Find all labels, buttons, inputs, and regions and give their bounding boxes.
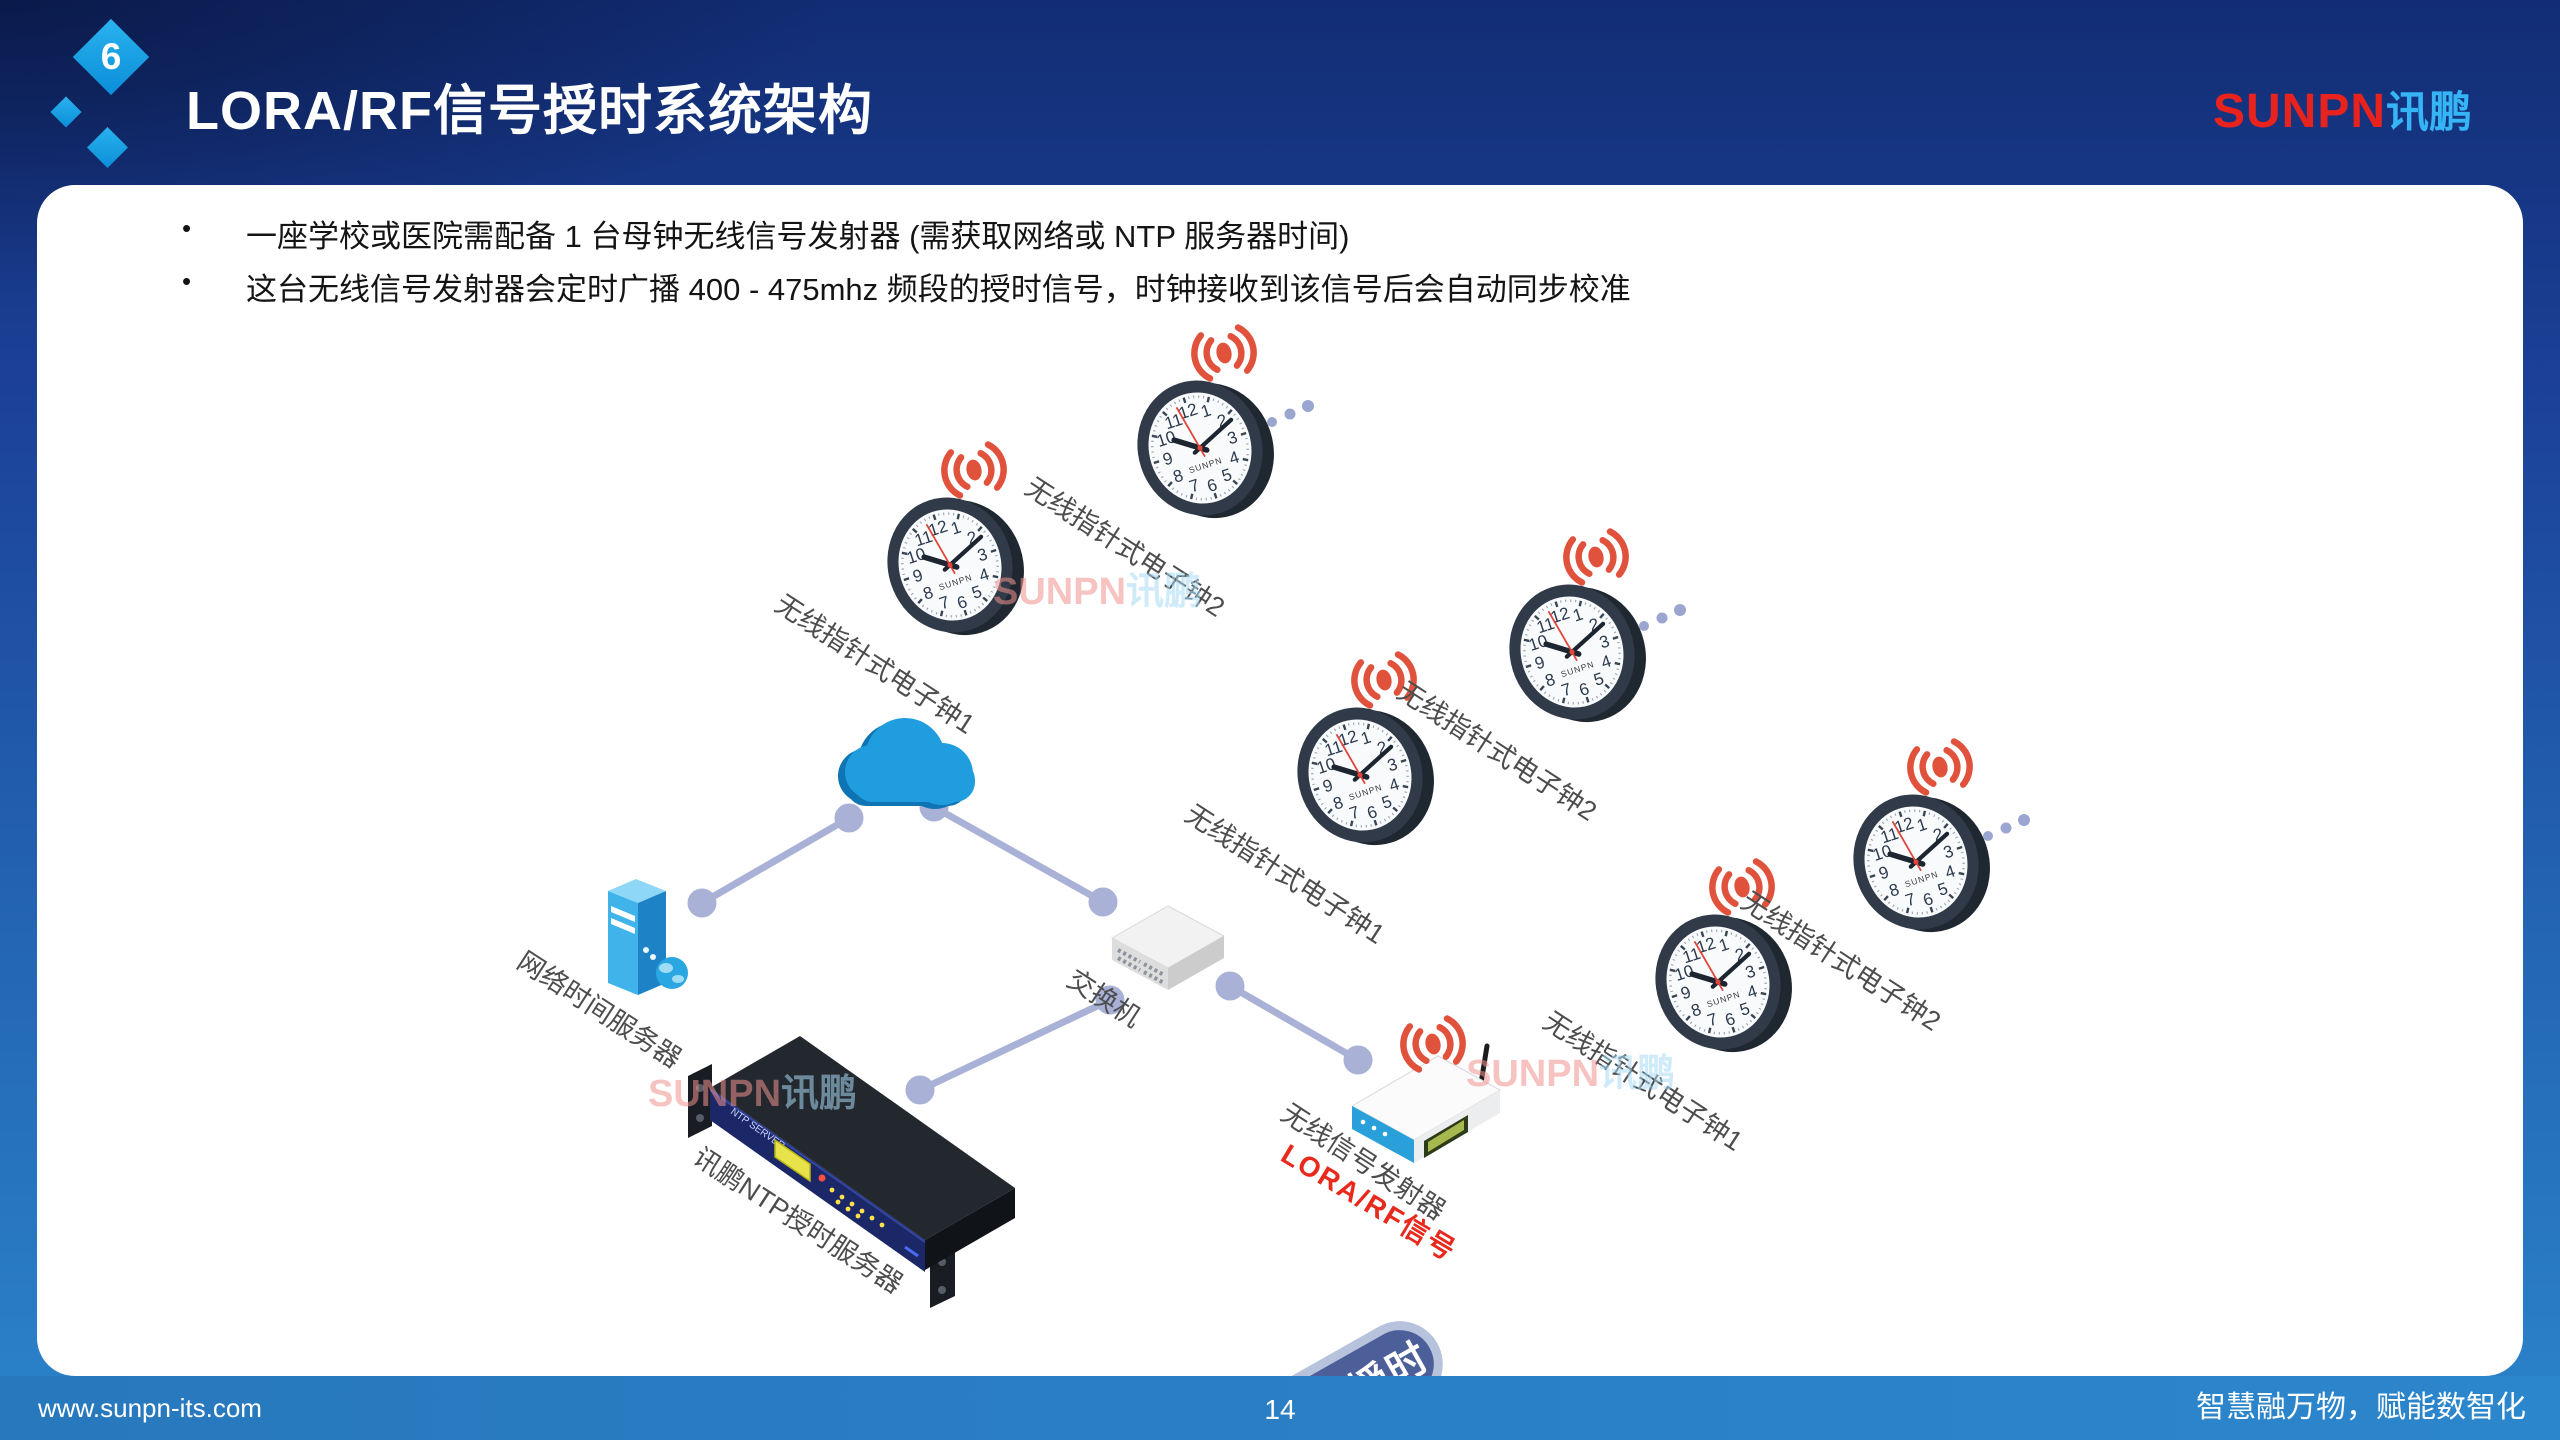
- analog-clock: [1492, 565, 1663, 741]
- footer-slogan: 智慧融万物，赋能数智化: [2196, 1391, 2526, 1424]
- bullet-item: • 一座学校或医院需配备 1 台母钟无线信号发射器 (需获取网络或 NTP 服务…: [182, 211, 1631, 264]
- footer-bar: www.sunpn-its.com 14 智慧融万物，赋能数智化: [0, 1376, 2560, 1440]
- rf-signal-icon: [1562, 529, 1629, 584]
- ellipsis-dot: [1983, 831, 1993, 841]
- ellipsis-dot: [1674, 604, 1686, 616]
- content-card: • 一座学校或医院需配备 1 台母钟无线信号发射器 (需获取网络或 NTP 服务…: [37, 185, 2523, 1440]
- ellipsis-dot: [1267, 417, 1277, 427]
- footer-page-number: 14: [1264, 1394, 1296, 1425]
- watermark: SUNPN讯鹏: [993, 571, 1203, 613]
- slide-number: 6: [100, 36, 122, 77]
- transmitter-device: [1350, 1016, 1502, 1163]
- page-title: LORA/RF信号授时系统架构: [186, 81, 873, 141]
- watermark: SUNPN讯鹏: [648, 1073, 858, 1115]
- ellipsis-dot: [1656, 612, 1668, 624]
- lcd-screen: [774, 1138, 811, 1183]
- bullet-text: 这台无线信号发射器会定时广播 400 - 475mhz 频段的授时信号，时钟接收…: [246, 272, 1631, 307]
- wall-clock-unit: [1492, 529, 1686, 741]
- wall-clock-unit: [1836, 739, 2030, 951]
- company-logo: SUNPN讯鹏: [2213, 78, 2472, 140]
- analog-clock: [1120, 361, 1291, 537]
- clocks-layer: [870, 325, 2030, 1071]
- rf-signal-icon: [1906, 739, 1973, 794]
- logo-cjk: 讯鹏: [2386, 89, 2472, 137]
- logo-latin: SUNPN: [2212, 85, 2386, 138]
- bullet-list: • 一座学校或医院需配备 1 台母钟无线信号发射器 (需获取网络或 NTP 服务…: [182, 211, 1631, 317]
- architecture-diagram: 121234567891011SUNPN: [608, 185, 2030, 1308]
- ellipsis-dot: [1284, 408, 1296, 420]
- deco-diamond-small: [50, 96, 82, 128]
- analog-clock: [1836, 775, 2007, 951]
- footer-website: www.sunpn-its.com: [38, 1393, 262, 1423]
- bullet-text: 一座学校或医院需配备 1 台母钟无线信号发射器 (需获取网络或 NTP 服务器时…: [246, 219, 1350, 254]
- globe-icon: [656, 957, 688, 989]
- bullet-marker: •: [182, 266, 192, 296]
- ntp-server-device: NTP SERVER: [688, 1036, 1015, 1308]
- time-server-device: [608, 879, 688, 995]
- bullet-marker: •: [182, 213, 192, 243]
- network-cloud: [838, 718, 975, 809]
- deco-diamond-small: [86, 126, 129, 169]
- ellipsis-dot: [2018, 814, 2030, 826]
- ellipsis-dot: [1639, 621, 1649, 631]
- bullet-item: • 这台无线信号发射器会定时广播 400 - 475mhz 频段的授时信号，时钟…: [182, 264, 1631, 317]
- switch-device: [1110, 905, 1226, 990]
- wall-clock-unit: [870, 442, 1041, 654]
- wall-clock-unit: [1120, 325, 1314, 537]
- ellipsis-dot: [1302, 400, 1314, 412]
- watermark: SUNPN讯鹏: [1466, 1053, 1676, 1095]
- rf-signal-icon: [940, 442, 1007, 497]
- rf-signal-icon: [1190, 325, 1257, 380]
- ellipsis-dot: [2000, 822, 2012, 834]
- wall-clock-unit: [1638, 859, 1809, 1071]
